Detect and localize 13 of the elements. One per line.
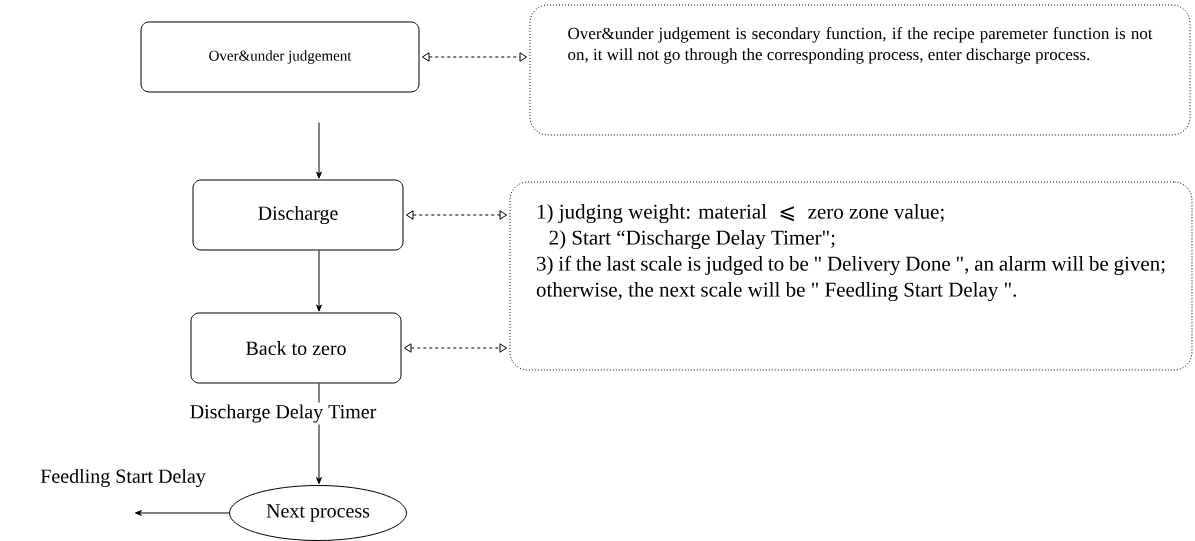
double-arrow <box>403 343 508 353</box>
note-box: 1) judging weight: material ⩽ zero zone value; 2) Start “Discharge Delay Timer"; 3) if the last scale is judged to be " Delivery Done ", an alarm will be given; otherwise, the next scale will be " Feedling Start Delay ". <box>509 181 1193 371</box>
edge-label: Discharge Delay Timer <box>187 402 379 425</box>
double-arrow <box>421 52 528 62</box>
arrow <box>134 510 230 516</box>
arrow <box>316 250 322 312</box>
arrow <box>316 122 322 179</box>
edge-label: Feedling Start Delay <box>38 466 208 490</box>
process-box: Back to zero <box>190 312 402 384</box>
process-box: Discharge <box>192 179 404 251</box>
double-arrow <box>405 210 508 220</box>
process-box: Over&under judgement <box>140 21 420 93</box>
note-box: Over&under judgement is secondary function, if the recipe paremeter function is not on, it will not go through the corresponding process, enter discharge process. <box>529 4 1191 136</box>
